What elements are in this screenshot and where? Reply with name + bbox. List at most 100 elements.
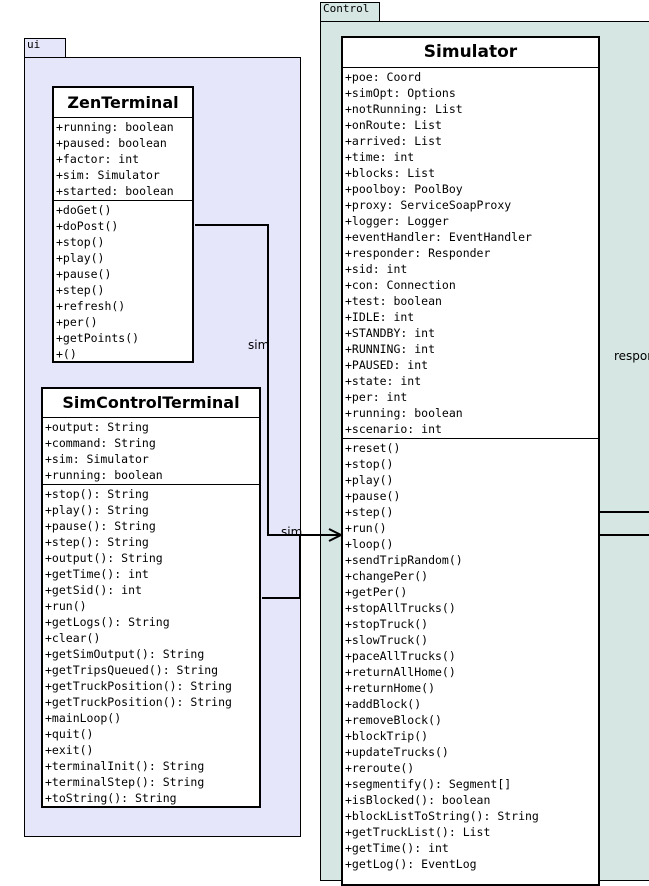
attribute-row: +PAUSED: int xyxy=(345,358,429,372)
control-package-tab: Control xyxy=(320,2,380,22)
attribute-row: +state: int xyxy=(345,374,422,388)
attribute-row: +running: boolean xyxy=(56,120,174,134)
operation-row: +toString(): String xyxy=(45,791,177,805)
attribute-row: +output: String xyxy=(45,420,149,434)
operation-row: +stop(): String xyxy=(45,487,149,501)
operation-row: +doGet() xyxy=(56,203,112,217)
attribute-row: +IDLE: int xyxy=(345,310,415,324)
operation-row: +updateTrucks() xyxy=(345,745,449,759)
attribute-row: +eventHandler: EventHandler xyxy=(345,230,532,244)
operation-row: +segmentify(): Segment[] xyxy=(345,777,512,791)
operation-row: +mainLoop() xyxy=(45,711,122,725)
operation-row: +refresh() xyxy=(56,299,126,313)
attribute-row: +poolboy: PoolBoy xyxy=(345,182,463,196)
association-sct-to-simulator-line xyxy=(262,535,301,599)
operation-row: +getPer() xyxy=(345,585,408,599)
operation-row: +pause(): String xyxy=(45,519,156,533)
operation-row: +getLog(): EventLog xyxy=(345,857,477,871)
operation-row: +slowTruck() xyxy=(345,633,429,647)
operation-row: +pause() xyxy=(345,489,401,503)
operation-row: +clear() xyxy=(45,631,101,645)
attribute-row: +sid: int xyxy=(345,262,408,276)
association-sct-to-sim-label: sim xyxy=(281,525,303,539)
operation-row: +step(): String xyxy=(45,535,149,549)
operation-row: +run() xyxy=(45,599,87,613)
operation-row: +per() xyxy=(56,315,98,329)
operation-row: +exit() xyxy=(45,743,94,757)
operation-row: +loop() xyxy=(345,537,394,551)
class-zen-terminal-title: ZenTerminal xyxy=(54,88,192,118)
operation-row: +returnHome() xyxy=(345,681,436,695)
association-zen-to-simulator-line xyxy=(195,224,341,536)
operation-row: +output(): String xyxy=(45,551,163,565)
operation-row: +terminalInit(): String xyxy=(45,759,205,773)
operation-row: +getTime(): int xyxy=(345,841,449,855)
ui-package-name: ui xyxy=(27,38,41,51)
operation-row: +blockListToString(): String xyxy=(345,809,539,823)
attribute-row: +con: Connection xyxy=(345,278,456,292)
operation-row: +step() xyxy=(56,283,105,297)
operation-row: +getTruckList(): List xyxy=(345,825,491,839)
operation-row: +getPoints() xyxy=(56,331,140,345)
association-sim-out-label: respon xyxy=(614,349,649,363)
attribute-row: +command: String xyxy=(45,436,156,450)
class-sim-control-terminal-title: SimControlTerminal xyxy=(43,389,259,418)
operation-row: +sendTripRandom() xyxy=(345,553,463,567)
attribute-row: +poe: Coord xyxy=(345,70,422,84)
class-zen-terminal[interactable]: ZenTerminal +running: boolean +paused: bo… xyxy=(52,86,194,363)
attribute-row: +started: boolean xyxy=(56,184,174,198)
attribute-row: +simOpt: Options xyxy=(345,86,456,100)
operation-row: +stop() xyxy=(345,457,394,471)
operation-row: +isBlocked(): boolean xyxy=(345,793,491,807)
operation-row: +quit() xyxy=(45,727,94,741)
operation-row: +addBlock() xyxy=(345,697,422,711)
attribute-row: +notRunning: List xyxy=(345,102,463,116)
class-sim-control-terminal[interactable]: SimControlTerminal +output: String +comma… xyxy=(41,387,261,808)
operation-row: +getTruckPosition(): String xyxy=(45,695,232,709)
attribute-row: +proxy: ServiceSoapProxy xyxy=(345,198,512,212)
attribute-row: +paused: boolean xyxy=(56,136,167,150)
class-zen-terminal-attributes: +running: boolean +paused: boolean +factor… xyxy=(54,118,192,201)
operation-row: +removeBlock() xyxy=(345,713,442,727)
attribute-row: +factor: int xyxy=(56,152,140,166)
class-zen-terminal-operations: +doGet() +doPost() +stop() +play() +pause() +… xyxy=(54,201,192,363)
operation-row: +getTruckPosition(): String xyxy=(45,679,232,693)
class-simulator-title: Simulator xyxy=(343,38,598,68)
class-simulator-operations: +reset()+stop()+play()+pause()+step()+ru… xyxy=(343,439,598,873)
operation-row: +stopAllTrucks() xyxy=(345,601,456,615)
class-simulator-attributes: +poe: Coord +simOpt: Options +notRunning: … xyxy=(343,68,598,439)
operation-row: +getLogs(): String xyxy=(45,615,170,629)
attribute-row: +test: boolean xyxy=(345,294,442,308)
attribute-row: +running: boolean xyxy=(345,406,463,420)
attribute-row: +responder: Responder xyxy=(345,246,491,260)
operation-row: +play() xyxy=(56,251,105,265)
operation-row: +getSimOutput(): String xyxy=(45,647,205,661)
attribute-row: +blocks: List xyxy=(345,166,436,180)
class-simulator[interactable]: Simulator +poe: Coord +simOpt: Options +no… xyxy=(341,36,600,886)
operation-row: +pause() xyxy=(56,267,112,281)
class-sim-control-terminal-attributes: +output: String+command: String+sim: Sim… xyxy=(43,418,259,485)
operation-row: +getTime(): int xyxy=(45,567,149,581)
attribute-row: +time: int xyxy=(345,150,415,164)
operation-row: +changePer() xyxy=(345,569,429,583)
association-arrowhead xyxy=(328,528,344,542)
control-package-name: Control xyxy=(323,2,370,15)
operation-row: +() xyxy=(56,347,77,361)
operation-row: +stop() xyxy=(56,235,105,249)
attribute-row: +per: int xyxy=(345,390,408,404)
operation-row: +reset() xyxy=(345,441,401,455)
operation-row: +run() xyxy=(345,521,387,535)
attribute-row: +RUNNING: int xyxy=(345,342,436,356)
attribute-row: +logger: Logger xyxy=(345,214,449,228)
operation-row: +doPost() xyxy=(56,219,119,233)
operation-row: +getSid(): int xyxy=(45,583,142,597)
operation-row: +stopTruck() xyxy=(345,617,429,631)
attribute-row: +sim: Simulator xyxy=(56,168,160,182)
operation-row: +blockTrip() xyxy=(345,729,429,743)
operation-row: +paceAllTrucks() xyxy=(345,649,456,663)
association-zen-to-sim-label: sim xyxy=(248,338,270,352)
operation-row: +reroute() xyxy=(345,761,415,775)
attribute-row: +arrived: List xyxy=(345,134,442,148)
attribute-row: +scenario: int xyxy=(345,422,442,436)
